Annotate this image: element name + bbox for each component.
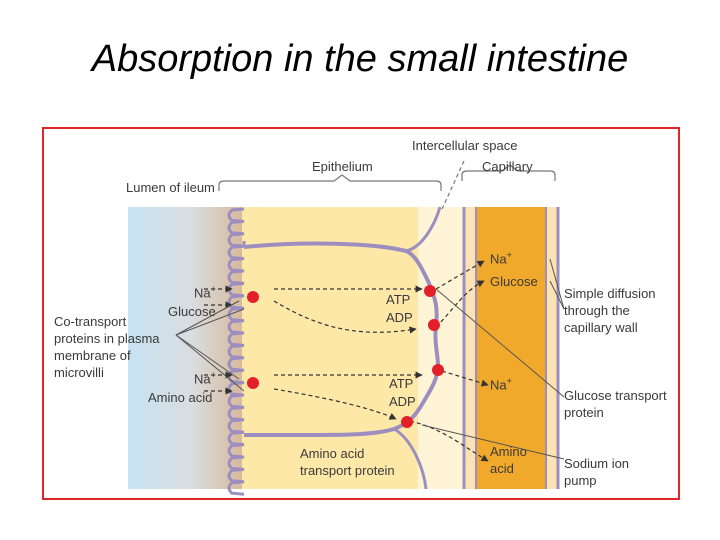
- na-text: Na: [194, 371, 211, 387]
- capillary-bracket: [461, 164, 556, 181]
- amino-acid-label-left: Amino acid: [148, 390, 213, 405]
- cotransport-line-3: membrane of: [54, 348, 131, 363]
- aa-transport-label: Amino acid transport protein: [300, 445, 395, 479]
- glucose-label-left: Glucose: [168, 304, 216, 319]
- glucose-transport-label: Glucose transport protein: [564, 387, 667, 421]
- simple-diffusion-line-3: capillary wall: [564, 320, 638, 335]
- diagram-frame: Lumen of ileum Epithelium Intercellular …: [42, 127, 680, 500]
- microvilli: [227, 207, 245, 496]
- simple-diffusion-label: Simple diffusion through the capillary w…: [564, 285, 656, 336]
- plus-sign: +: [210, 370, 216, 380]
- na-label-top-left: Na+: [194, 281, 216, 301]
- slide-title: Absorption in the small intestine: [91, 38, 629, 80]
- cotransport-protein-bottom: [247, 377, 259, 389]
- epithelium-bracket: [218, 174, 442, 191]
- amino-line-1: Amino: [490, 444, 527, 459]
- cotransport-label: Co-transport proteins in plasma membrane…: [54, 313, 160, 381]
- amino-acid-transport-protein: [401, 416, 413, 428]
- intercellular-space: [418, 207, 464, 489]
- glucose-label-capillary: Glucose: [490, 274, 538, 289]
- cotransport-line-2: proteins in plasma: [54, 331, 160, 346]
- lumen-label: Lumen of ileum: [126, 180, 215, 195]
- na-label-capillary-top: Na+: [490, 247, 512, 267]
- na-text: Na: [490, 251, 507, 267]
- glucose-transport-protein: [428, 319, 440, 331]
- cotransport-line-1: Co-transport: [54, 314, 127, 329]
- simple-diffusion-line-1: Simple diffusion: [564, 286, 656, 301]
- atp-label-top: ATP: [386, 292, 411, 307]
- amino-line-2: acid: [490, 461, 514, 476]
- plus-sign: +: [210, 284, 216, 294]
- sodium-pump-line-2: pump: [564, 473, 597, 488]
- glucose-transport-line-1: Glucose transport: [564, 388, 667, 403]
- capillary-label: Capillary: [482, 159, 533, 174]
- absorption-diagram: [128, 160, 565, 496]
- capillary-region: [476, 207, 546, 489]
- sodium-pump-bottom: [432, 364, 444, 376]
- capillary-wall-right: [546, 207, 558, 489]
- epithelium-label: Epithelium: [312, 159, 373, 174]
- atp-label-bottom: ATP: [389, 376, 414, 391]
- cotransport-protein-top: [247, 291, 259, 303]
- capillary-wall-left: [464, 207, 476, 489]
- aa-transport-line-2: transport protein: [300, 463, 395, 478]
- intercellular-pointer: [441, 160, 465, 210]
- na-text: Na: [490, 377, 507, 393]
- sodium-pump-line-1: Sodium ion: [564, 456, 630, 471]
- leader-lines: [175, 258, 565, 460]
- na-label-capillary-mid: Na+: [490, 373, 512, 393]
- na-text: Na: [194, 285, 211, 301]
- sodium-pump-top: [424, 285, 436, 297]
- sodium-pump-label: Sodium ion pump: [564, 455, 629, 489]
- lumen-region: [128, 207, 244, 489]
- na-label-bottom-left: Na+: [194, 367, 216, 387]
- transport-arrows: [204, 260, 489, 462]
- lateral-membrane-bottom: [393, 427, 428, 490]
- cotransport-line-4: microvilli: [54, 365, 104, 380]
- lateral-membrane-top: [405, 206, 442, 253]
- plus-sign: +: [506, 250, 512, 260]
- amino-acid-label-capillary: Amino acid: [490, 443, 527, 477]
- plus-sign: +: [506, 376, 512, 386]
- aa-transport-line-1: Amino acid: [300, 446, 365, 461]
- protein-dots: [247, 285, 444, 428]
- simple-diffusion-line-2: through the: [564, 303, 630, 318]
- adp-label-top: ADP: [386, 310, 413, 325]
- glucose-transport-line-2: protein: [564, 405, 604, 420]
- adp-label-bottom: ADP: [389, 394, 416, 409]
- intercellular-space-label: Intercellular space: [412, 138, 518, 153]
